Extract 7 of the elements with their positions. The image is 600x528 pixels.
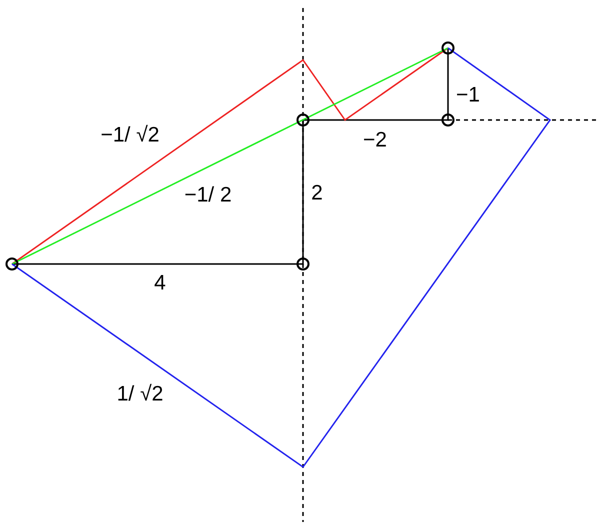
length-label: −1/ 2 <box>184 184 232 206</box>
length-label: −2 <box>363 130 387 150</box>
length-label: 4 <box>154 272 166 294</box>
length-label: −1 <box>456 84 480 106</box>
length-label: 1/ √2 <box>116 384 164 404</box>
length-label: −1/ √2 <box>100 124 160 146</box>
length-label: 2 <box>311 182 323 204</box>
